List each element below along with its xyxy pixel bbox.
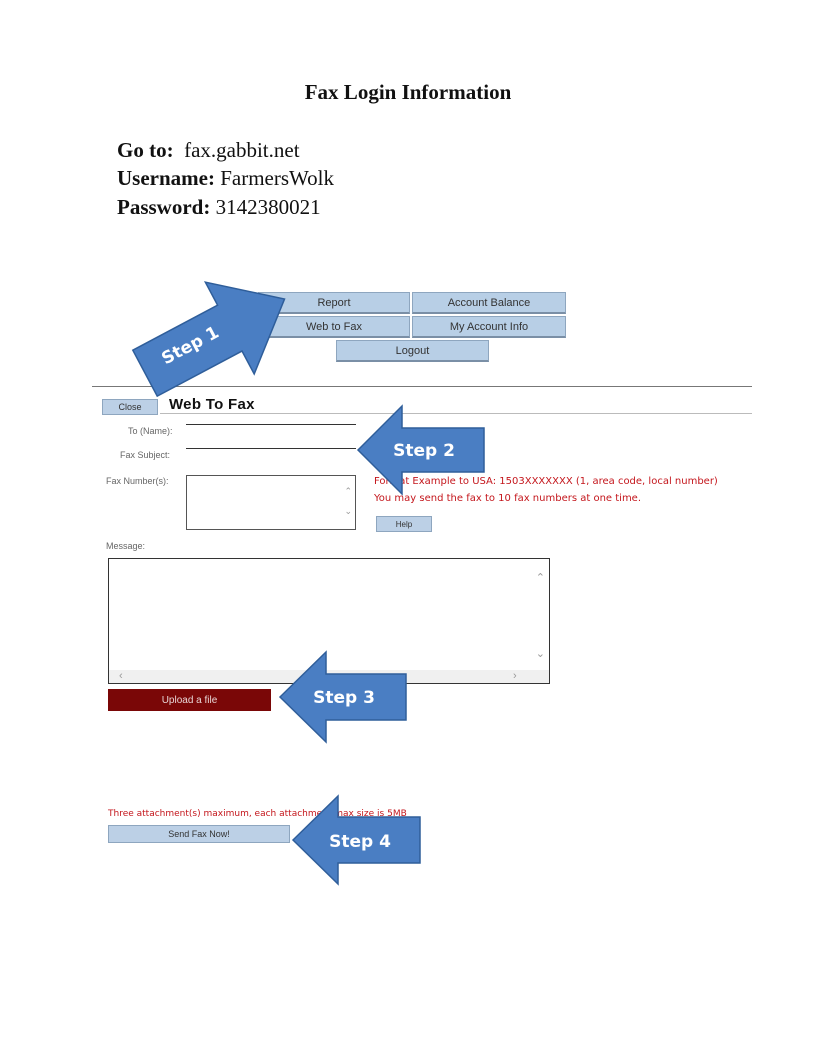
- step2-label: Step 2: [393, 441, 455, 461]
- section-divider: [92, 386, 752, 387]
- upload-file-button[interactable]: Upload a file: [108, 689, 271, 711]
- send-fax-button[interactable]: Send Fax Now!: [108, 825, 290, 843]
- document-title: Fax Login Information: [304, 80, 512, 104]
- username-label: Username:: [117, 166, 215, 190]
- goto-value: fax.gabbit.net: [184, 138, 300, 162]
- to-name-input[interactable]: [186, 424, 356, 425]
- step4-label: Step 4: [329, 832, 391, 852]
- goto-label: Go to:: [117, 138, 174, 162]
- fax-subject-label: Fax Subject:: [120, 450, 171, 460]
- panel-title: Web To Fax: [169, 396, 255, 413]
- account-balance-button[interactable]: Account Balance: [412, 292, 566, 314]
- scroll-right-icon[interactable]: ›: [513, 670, 517, 682]
- username-value: FarmersWolk: [220, 166, 335, 190]
- scroll-down-icon[interactable]: ⌄: [535, 648, 545, 660]
- goto-line: Go to: fax.gabbit.net: [117, 138, 300, 163]
- message-label: Message:: [106, 541, 146, 551]
- web-to-fax-button[interactable]: Web to Fax: [258, 316, 410, 338]
- password-line: Password: 3142380021: [117, 195, 321, 220]
- username-line: Username: FarmersWolk: [117, 166, 334, 191]
- password-label: Password:: [117, 195, 211, 219]
- fax-numbers-textarea[interactable]: ⌃ ⌄: [186, 475, 356, 530]
- panel-divider: [160, 413, 752, 414]
- password-value: 3142380021: [215, 195, 321, 219]
- scroll-up-icon[interactable]: ⌃: [344, 486, 352, 496]
- limit-hint: You may send the fax to 10 fax numbers a…: [374, 493, 642, 504]
- fax-subject-input[interactable]: [186, 448, 356, 449]
- logout-button[interactable]: Logout: [336, 340, 489, 362]
- attachment-hint: Three attachment(s) maximum, each attach…: [108, 809, 407, 819]
- fax-numbers-label: Fax Number(s):: [106, 476, 169, 486]
- step3-label: Step 3: [313, 688, 375, 708]
- report-button[interactable]: Report: [258, 292, 410, 314]
- close-button[interactable]: Close: [102, 399, 158, 415]
- format-hint: Format Example to USA: 1503XXXXXXX (1, a…: [374, 476, 718, 487]
- my-account-info-button[interactable]: My Account Info: [412, 316, 566, 338]
- scroll-down-icon[interactable]: ⌄: [344, 506, 352, 516]
- scroll-left-icon[interactable]: ‹: [119, 670, 123, 682]
- to-name-label: To (Name):: [128, 426, 173, 436]
- scroll-up-icon[interactable]: ⌃: [535, 572, 545, 584]
- help-button[interactable]: Help: [376, 516, 432, 532]
